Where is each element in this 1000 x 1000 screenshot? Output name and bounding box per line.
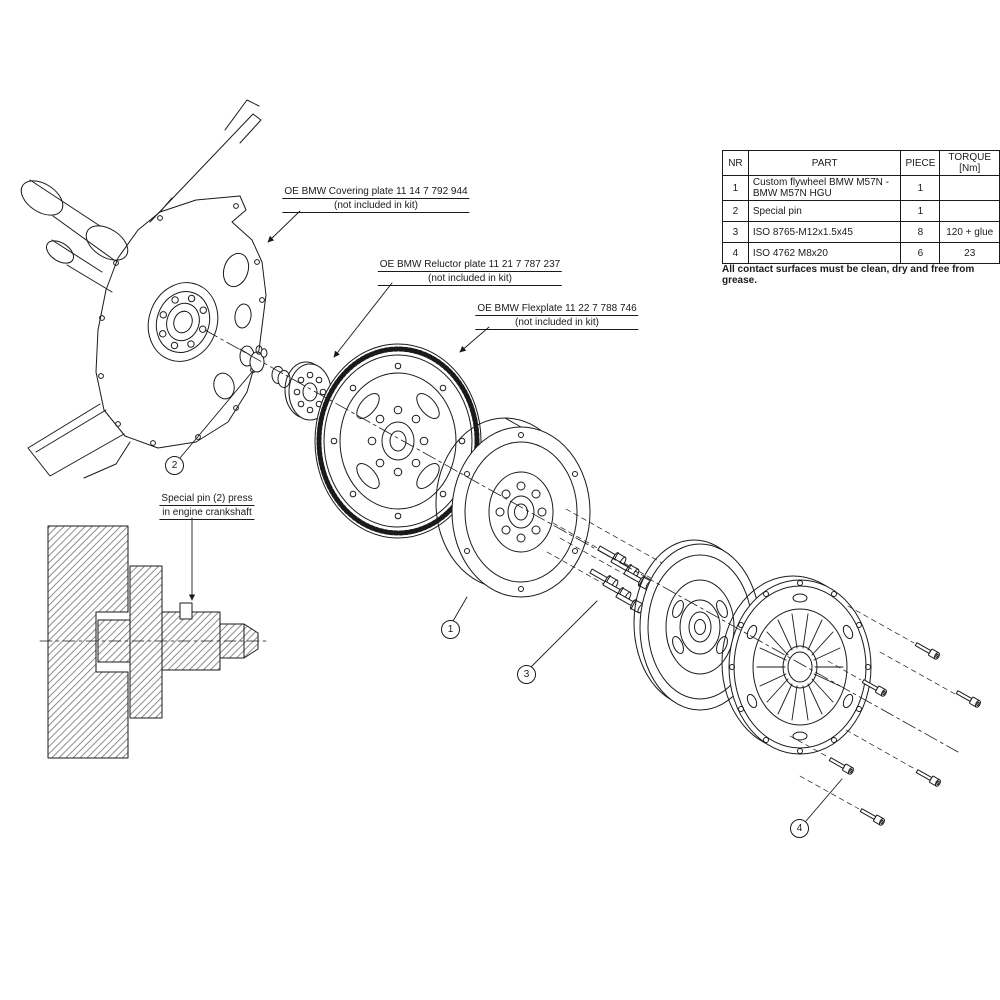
cell-piece: 1 xyxy=(900,175,941,201)
cell-torque: 120 + glue xyxy=(939,221,1000,243)
flywheel-drawing xyxy=(435,417,591,598)
cell-torque xyxy=(939,200,1000,222)
special-pin-section xyxy=(179,602,193,620)
cell-piece: 1 xyxy=(900,200,941,222)
cell-torque xyxy=(939,175,1000,201)
label-line: OE BMW Flexplate 11 22 7 788 746 xyxy=(475,303,639,316)
label-line: Special pin (2) press xyxy=(159,493,255,506)
flexplate-drawing xyxy=(314,343,482,539)
cell-part: ISO 8765-M12x1.5x45 xyxy=(747,221,902,243)
label-line: OE BMW Covering plate 11 14 7 792 944 xyxy=(282,186,470,199)
table-header-row: NR PART PIECE TORQUE [Nm] xyxy=(722,150,1000,176)
pressure-plate-bolts-drawing xyxy=(789,605,981,826)
pressure-plate-drawing xyxy=(721,575,872,755)
cell-torque: 23 xyxy=(939,242,1000,264)
cell-nr: 4 xyxy=(722,242,749,264)
callout-2: 2 xyxy=(165,456,184,475)
cell-nr: 1 xyxy=(722,175,749,201)
label-line: (not included in kit) xyxy=(282,199,470,213)
col-header-part: PART xyxy=(747,150,902,176)
cell-part: ISO 4762 M8x20 xyxy=(747,242,902,264)
center-axis-line xyxy=(204,329,959,753)
engine-block-drawing xyxy=(20,99,268,479)
col-header-piece: PIECE xyxy=(900,150,941,176)
label-covering-plate: OE BMW Covering plate 11 14 7 792 944 (n… xyxy=(282,185,470,213)
label-special-pin: Special pin (2) press in engine cranksha… xyxy=(159,492,255,520)
cell-nr: 3 xyxy=(722,221,749,243)
callout-4: 4 xyxy=(790,819,809,838)
table-row: 2 Special pin 1 xyxy=(722,200,1000,222)
crank-flange-drawing xyxy=(147,282,219,362)
label-flexplate: OE BMW Flexplate 11 22 7 788 746 (not in… xyxy=(475,302,639,330)
label-line: in engine crankshaft xyxy=(159,506,255,520)
parts-table: NR PART PIECE TORQUE [Nm] 1 Custom flywh… xyxy=(722,150,1000,264)
cell-piece: 6 xyxy=(900,242,941,264)
callout-1: 1 xyxy=(441,620,460,639)
label-line: (not included in kit) xyxy=(475,316,639,330)
cell-part: Custom flywheel BMW M57N - BMW M57N HGU xyxy=(747,175,902,201)
label-reluctor-plate: OE BMW Reluctor plate 11 21 7 787 237 (n… xyxy=(377,258,563,286)
cell-part: Special pin xyxy=(747,200,902,222)
table-row: 4 ISO 4762 M8x20 6 23 xyxy=(722,242,1000,264)
cell-nr: 2 xyxy=(722,200,749,222)
col-header-torque: TORQUE [Nm] xyxy=(939,150,1000,176)
label-line: (not included in kit) xyxy=(377,272,563,286)
callout-3: 3 xyxy=(517,665,536,684)
contact-surfaces-note: All contact surfaces must be clean, dry … xyxy=(722,264,975,286)
leader-lines xyxy=(179,210,843,822)
crankshaft-cross-section xyxy=(39,525,271,759)
table-row: 3 ISO 8765-M12x1.5x45 8 120 + glue xyxy=(722,221,1000,243)
label-line: OE BMW Reluctor plate 11 21 7 787 237 xyxy=(377,259,563,272)
cell-piece: 8 xyxy=(900,221,941,243)
table-row: 1 Custom flywheel BMW M57N - BMW M57N HG… xyxy=(722,175,1000,201)
col-header-nr: NR xyxy=(722,150,749,176)
